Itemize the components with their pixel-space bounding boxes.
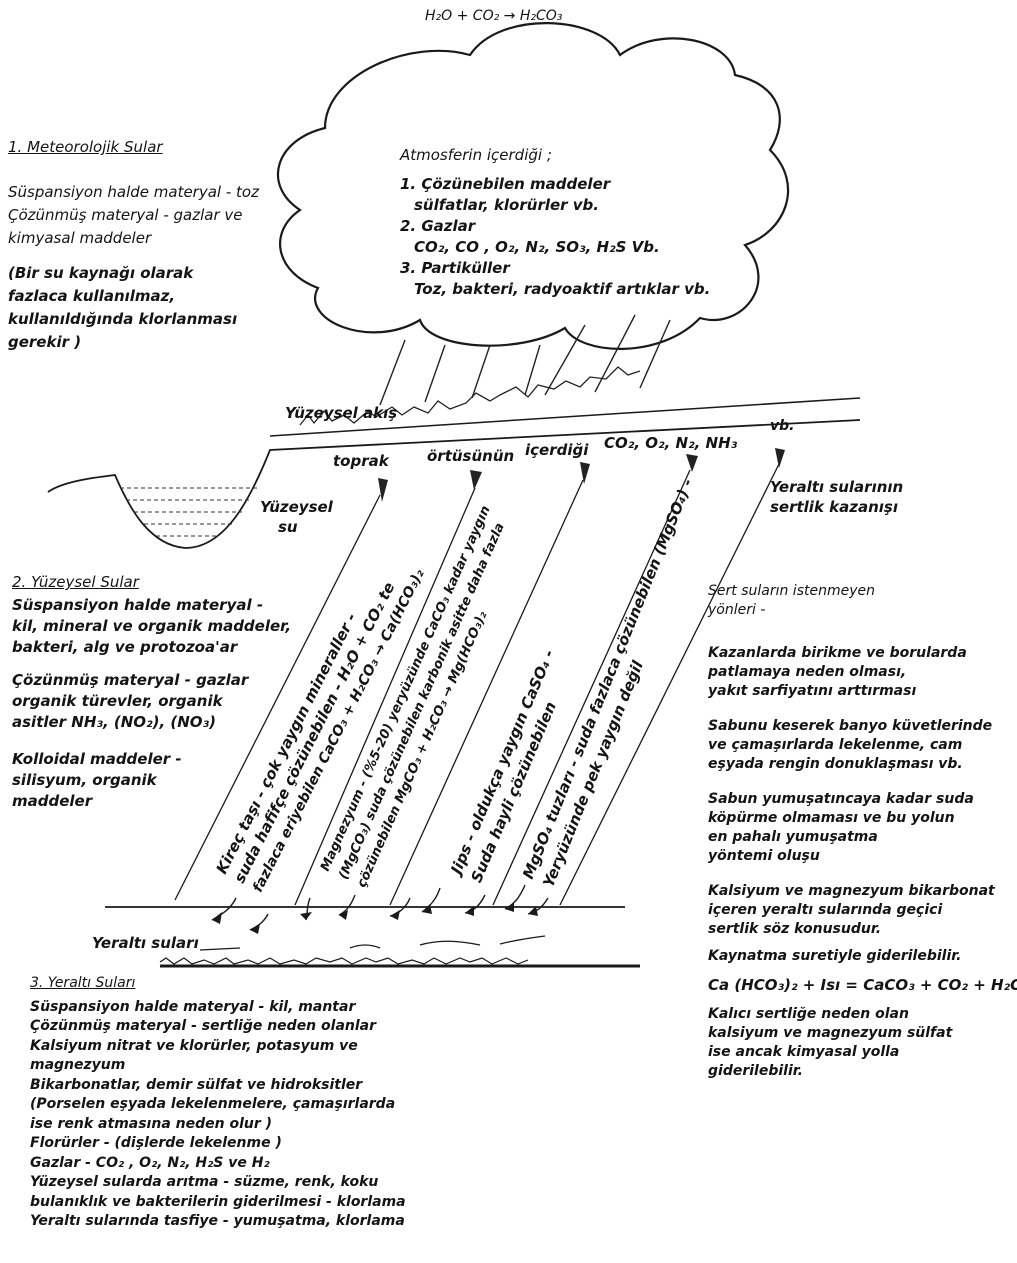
sert-p2-l2: ve çamaşırlarda lekelenme, cam	[708, 736, 1017, 755]
groundwater-flow-squiggles	[200, 936, 545, 950]
yeralti-section: 3. Yeraltı Suları Süspansiyon halde mate…	[30, 974, 406, 1232]
meteoro-heading: 1. Meteorolojik Sular	[8, 136, 259, 159]
hardness-gain-line-2: sertlik kazanışı	[770, 498, 898, 516]
surface-water-hatching	[120, 488, 258, 536]
sert-p3-l2: köpürme olmaması ve bu yolun	[708, 809, 1017, 828]
meteoro-section: 1. Meteorolojik Sular Süspansiyon halde …	[8, 136, 259, 354]
yuzeysel-line-11: maddeler	[12, 791, 291, 812]
sert-p1: Kazanlarda birikme ve borularda patlamay…	[708, 644, 1017, 701]
soil-word-2: örtüsünün	[427, 447, 514, 465]
yeralti-line-2: Çözünmüş materyal - sertliğe neden olanl…	[30, 1017, 406, 1037]
yeralti-line-6: (Porselen eşyada lekelenmelere, çamaşırl…	[30, 1095, 406, 1115]
cloud-title: Atmosferin içerdiği ;	[400, 145, 710, 166]
sert-p1-l1: Kazanlarda birikme ve borularda	[708, 644, 1017, 663]
sert-p4-l1: Kalsiyum ve magnezyum bikarbonat	[708, 882, 1017, 901]
sert-p3-l1: Sabun yumuşatıncaya kadar suda	[708, 790, 1017, 809]
yeralti-line-3: Kalsiyum nitrat ve klorürler, potasyum v…	[30, 1037, 406, 1057]
sert-p3: Sabun yumuşatıncaya kadar suda köpürme o…	[708, 790, 1017, 866]
sert-p4-l2: içeren yeraltı sularında geçici	[708, 901, 1017, 920]
meteoro-line-5: (Bir su kaynağı olarak	[8, 262, 259, 285]
yuzeysel-line-6: organik türevler, organik	[12, 691, 291, 712]
yeralti-line-10: Yüzeysel sularda arıtma - süzme, renk, k…	[30, 1173, 406, 1193]
yuzeysel-line-10: silisyum, organik	[12, 770, 291, 791]
sert-heading-2: yönleri -	[708, 601, 1017, 620]
sert-p3-l4: yöntemi oluşu	[708, 847, 1017, 866]
yeralti-line-12: Yeraltı sularında tasfiye - yumuşatma, k…	[30, 1212, 406, 1232]
terrain-line	[48, 420, 860, 548]
yeralti-heading: 3. Yeraltı Suları	[30, 974, 406, 994]
yuzeysel-line-1: Süspansiyon halde materyal -	[12, 595, 291, 616]
yuzeysel-line-2: kil, mineral ve organik maddeler,	[12, 616, 291, 637]
yeralti-line-1: Süspansiyon halde materyal - kil, mantar	[30, 998, 406, 1018]
bedrock-texture	[160, 958, 528, 964]
sert-p3-l3: en pahalı yumuşatma	[708, 828, 1017, 847]
yuzeysel-section: 2. Yüzeysel Sular Süspansiyon halde mate…	[12, 572, 291, 812]
meteoro-line-8: gerekir )	[8, 331, 259, 354]
sert-p2-l3: eşyada rengin donuklaşması vb.	[708, 755, 1017, 774]
meteoro-line-2: Çözünmüş materyal - gazlar ve	[8, 204, 259, 227]
yeralti-line-4: magnezyum	[30, 1056, 406, 1076]
sert-p4-l3: sertlik söz konusudur.	[708, 920, 1017, 939]
sert-p4: Kalsiyum ve magnezyum bikarbonat içeren …	[708, 882, 1017, 939]
yuzeysel-line-9: Kolloidal maddeler -	[12, 749, 291, 770]
cloud-item-5: 3. Partiküller	[400, 258, 710, 279]
soil-word-4: CO₂, O₂, N₂, NH₃	[604, 434, 738, 452]
yuzeysel-line-5: Çözünmüş materyal - gazlar	[12, 670, 291, 691]
groundwater-label: Yeraltı suları	[92, 934, 199, 952]
sert-p5: Kaynatma suretiyle giderilebilir.	[708, 947, 1017, 966]
sert-heading-1: Sert suların istenmeyen	[708, 582, 1017, 601]
cloud-item-4: CO₂, CO , O₂, N₂, SO₃, H₂S Vb.	[400, 237, 710, 258]
cloud-item-1: 1. Çözünebilen maddeler	[400, 174, 710, 195]
meteoro-line-1: Süspansiyon halde materyal - toz	[8, 181, 259, 204]
yeralti-line-8: Florürler - (dişlerde lekelenme )	[30, 1134, 406, 1154]
meteoro-line-3: kimyasal maddeler	[8, 227, 259, 250]
surface-water-label-1: Yüzeysel	[260, 498, 334, 516]
sert-p7-l1: Kalıcı sertliğe neden olan	[708, 1005, 1017, 1024]
yeralti-line-9: Gazlar - CO₂ , O₂, N₂, H₂S ve H₂	[30, 1154, 406, 1174]
yeralti-line-7: ise renk atmasına neden olur )	[30, 1115, 406, 1135]
surface-runoff-label: Yüzeysel akış	[285, 404, 397, 422]
soil-word-3: içerdiği	[525, 441, 589, 459]
sert-section: Sert suların istenmeyen yönleri - Kazanl…	[708, 582, 1017, 1081]
yuzeysel-line-8	[12, 733, 291, 749]
yuzeysel-heading: 2. Yüzeysel Sular	[12, 572, 291, 593]
cloud-item-2: sülfatlar, klorürler vb.	[400, 195, 710, 216]
sert-p1-l2: patlamaya neden olması,	[708, 663, 1017, 682]
stratum-mgso4: MgSO₄ tuzları - suda fazlaca çözünebilen…	[519, 476, 717, 890]
yeralti-line-11: bulanıklık ve bakterilerin giderilmesi -…	[30, 1193, 406, 1213]
yeralti-line-5: Bikarbonatlar, demir sülfat ve hidroksit…	[30, 1076, 406, 1096]
yuzeysel-line-4	[12, 658, 291, 670]
soil-word-5: vb.	[770, 418, 794, 434]
meteoro-line-7: kullanıldığında klorlanması	[8, 308, 259, 331]
cloud-item-6: Toz, bakteri, radyoaktif artıklar vb.	[400, 279, 710, 300]
hardness-gain-line-1: Yeraltı sularının	[770, 478, 903, 496]
surface-water-label-2: su	[278, 518, 298, 536]
sert-p7-l4: giderilebilir.	[708, 1062, 1017, 1081]
sert-p2: Sabunu keserek banyo küvetlerinde ve çam…	[708, 717, 1017, 774]
meteoro-line-6: fazlaca kullanılmaz,	[8, 285, 259, 308]
yuzeysel-line-3: bakteri, alg ve protozoa'ar	[12, 637, 291, 658]
rain-lines	[380, 315, 670, 405]
yuzeysel-line-7: asitler NH₃, (NO₂), (NO₃)	[12, 712, 291, 733]
cloud-item-3: 2. Gazlar	[400, 216, 710, 237]
meteoro-line-4	[8, 250, 259, 262]
sert-p6: Ca (HCO₃)₂ + Isı = CaCO₃ + CO₂ + H₂O	[708, 976, 1017, 995]
cloud-text: Atmosferin içerdiği ; 1. Çözünebilen mad…	[400, 145, 710, 300]
sert-p2-l1: Sabunu keserek banyo küvetlerinde	[708, 717, 1017, 736]
top-formula: H₂O + CO₂ → H₂CO₃	[425, 8, 563, 24]
sert-p7: Kalıcı sertliğe neden olan kalsiyum ve m…	[708, 1005, 1017, 1081]
soil-word-1: toprak	[333, 452, 390, 470]
sert-p7-l3: ise ancak kimyasal yolla	[708, 1043, 1017, 1062]
sert-p7-l2: kalsiyum ve magnezyum sülfat	[708, 1024, 1017, 1043]
sert-p1-l3: yakıt sarfiyatını arttırması	[708, 682, 1017, 701]
